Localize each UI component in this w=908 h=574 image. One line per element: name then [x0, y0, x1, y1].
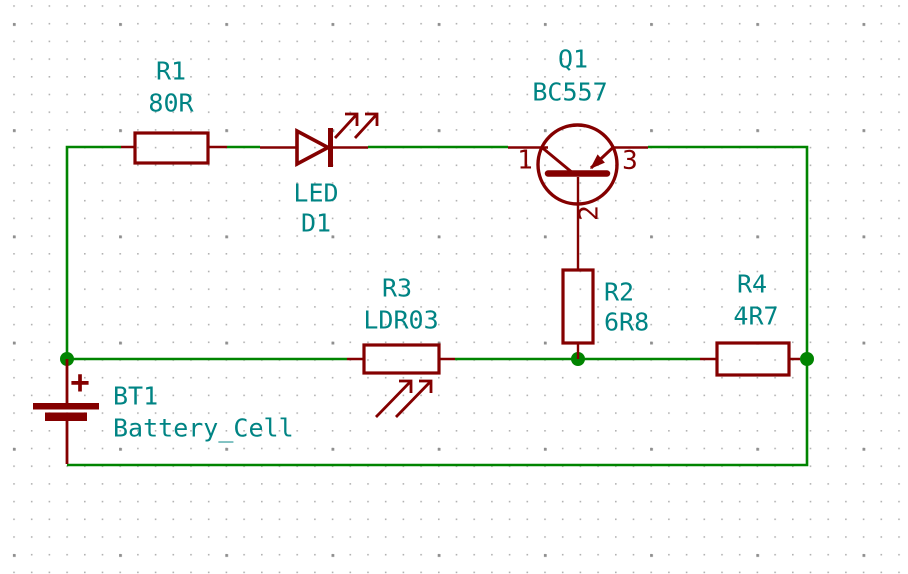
- component-q1[interactable]: 1 3 2 Q1 BC557: [508, 45, 648, 271]
- bt1-positive-plate: [33, 403, 99, 410]
- q1-emitter-arrow-icon: [590, 154, 605, 169]
- component-r3[interactable]: R3 LDR03: [347, 274, 455, 418]
- junction-dot-right[interactable]: [800, 352, 814, 366]
- component-r2[interactable]: R2 6R8: [561, 268, 649, 359]
- component-d1[interactable]: LED D1: [260, 112, 379, 238]
- d1-reference[interactable]: D1: [301, 209, 331, 238]
- q1-reference[interactable]: Q1: [558, 45, 588, 74]
- q1-collector-line: [541, 146, 572, 173]
- r3-reference[interactable]: R3: [382, 274, 412, 303]
- wire-right-loop[interactable]: [67, 145, 809, 467]
- r3-value[interactable]: LDR03: [363, 306, 438, 335]
- component-r4[interactable]: R4 4R7: [700, 270, 800, 377]
- r4-resistor-body: [715, 341, 791, 377]
- bt1-reference[interactable]: BT1: [113, 382, 158, 411]
- q1-pin3-number: 3: [622, 146, 638, 176]
- q1-pin1-number: 1: [517, 146, 533, 176]
- q1-value[interactable]: BC557: [532, 78, 607, 107]
- r1-value[interactable]: 80R: [148, 89, 194, 118]
- d1-emission-arrows-icon: [333, 112, 379, 139]
- bt1-negative-plate: [45, 412, 87, 421]
- r2-resistor-body: [561, 268, 595, 345]
- r1-resistor-body: [133, 131, 210, 165]
- r3-light-arrows-icon: [374, 379, 433, 418]
- component-r1[interactable]: R1 80R: [121, 57, 227, 165]
- r4-value[interactable]: 4R7: [733, 302, 778, 331]
- component-bt1[interactable]: + BT1 Battery_Cell: [33, 359, 294, 464]
- r4-reference[interactable]: R4: [737, 270, 767, 299]
- wires: [65, 145, 809, 467]
- r1-reference[interactable]: R1: [156, 57, 186, 86]
- bt1-plus-sign: +: [70, 363, 89, 401]
- bt1-value[interactable]: Battery_Cell: [113, 414, 294, 443]
- d1-anode-triangle: [295, 128, 332, 167]
- q1-pin2-number: 2: [575, 205, 605, 221]
- r2-value[interactable]: 6R8: [604, 308, 649, 337]
- r3-resistor-body: [362, 343, 441, 375]
- d1-value[interactable]: LED: [293, 179, 338, 208]
- r2-reference[interactable]: R2: [604, 278, 634, 307]
- wire-left-loop[interactable]: [65, 145, 121, 359]
